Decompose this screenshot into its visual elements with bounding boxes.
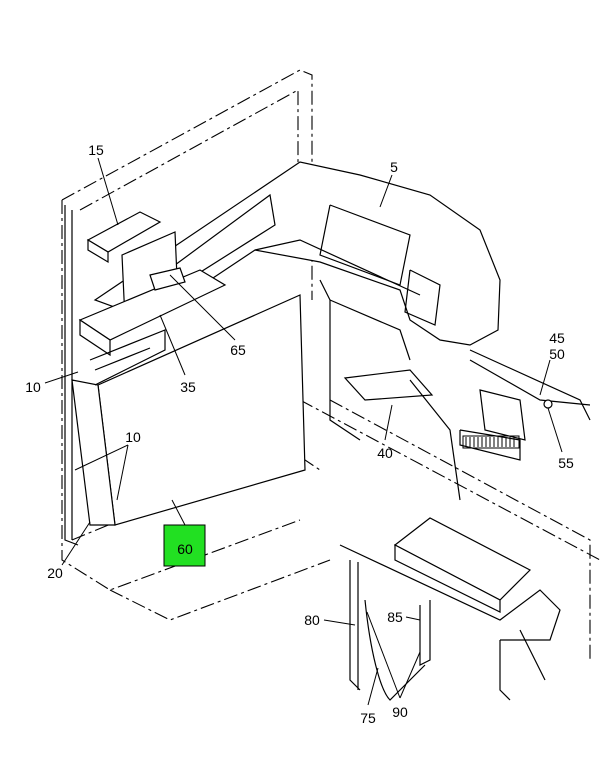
callout-55[interactable]: 55 xyxy=(558,455,574,471)
callout-35[interactable]: 35 xyxy=(180,379,196,395)
callout-50[interactable]: 50 xyxy=(549,346,565,362)
instrument-panel xyxy=(93,161,501,346)
callout-45[interactable]: 45 xyxy=(549,330,565,346)
callout-5[interactable]: 5 xyxy=(390,159,398,175)
vent-grille xyxy=(462,435,520,449)
callout-75[interactable]: 75 xyxy=(360,710,376,726)
right-interior-structure xyxy=(319,279,591,501)
highlight-box-60[interactable] xyxy=(163,524,206,567)
callout-20[interactable]: 20 xyxy=(47,565,63,581)
callout-85[interactable]: 85 xyxy=(387,609,403,625)
callout-90[interactable]: 90 xyxy=(392,704,408,720)
callout-80[interactable]: 80 xyxy=(304,612,320,628)
callout-65[interactable]: 65 xyxy=(230,342,246,358)
callout-40[interactable]: 40 xyxy=(377,445,393,461)
callout-10-upper[interactable]: 10 xyxy=(25,379,41,395)
callout-60[interactable]: 60 xyxy=(177,541,193,557)
left-trim-panels xyxy=(64,205,227,546)
callout-15[interactable]: 15 xyxy=(88,142,104,158)
large-side-panel xyxy=(71,294,306,526)
inset-detail xyxy=(339,517,561,701)
leader-lines xyxy=(44,157,563,706)
callout-10-lower[interactable]: 10 xyxy=(125,429,141,445)
